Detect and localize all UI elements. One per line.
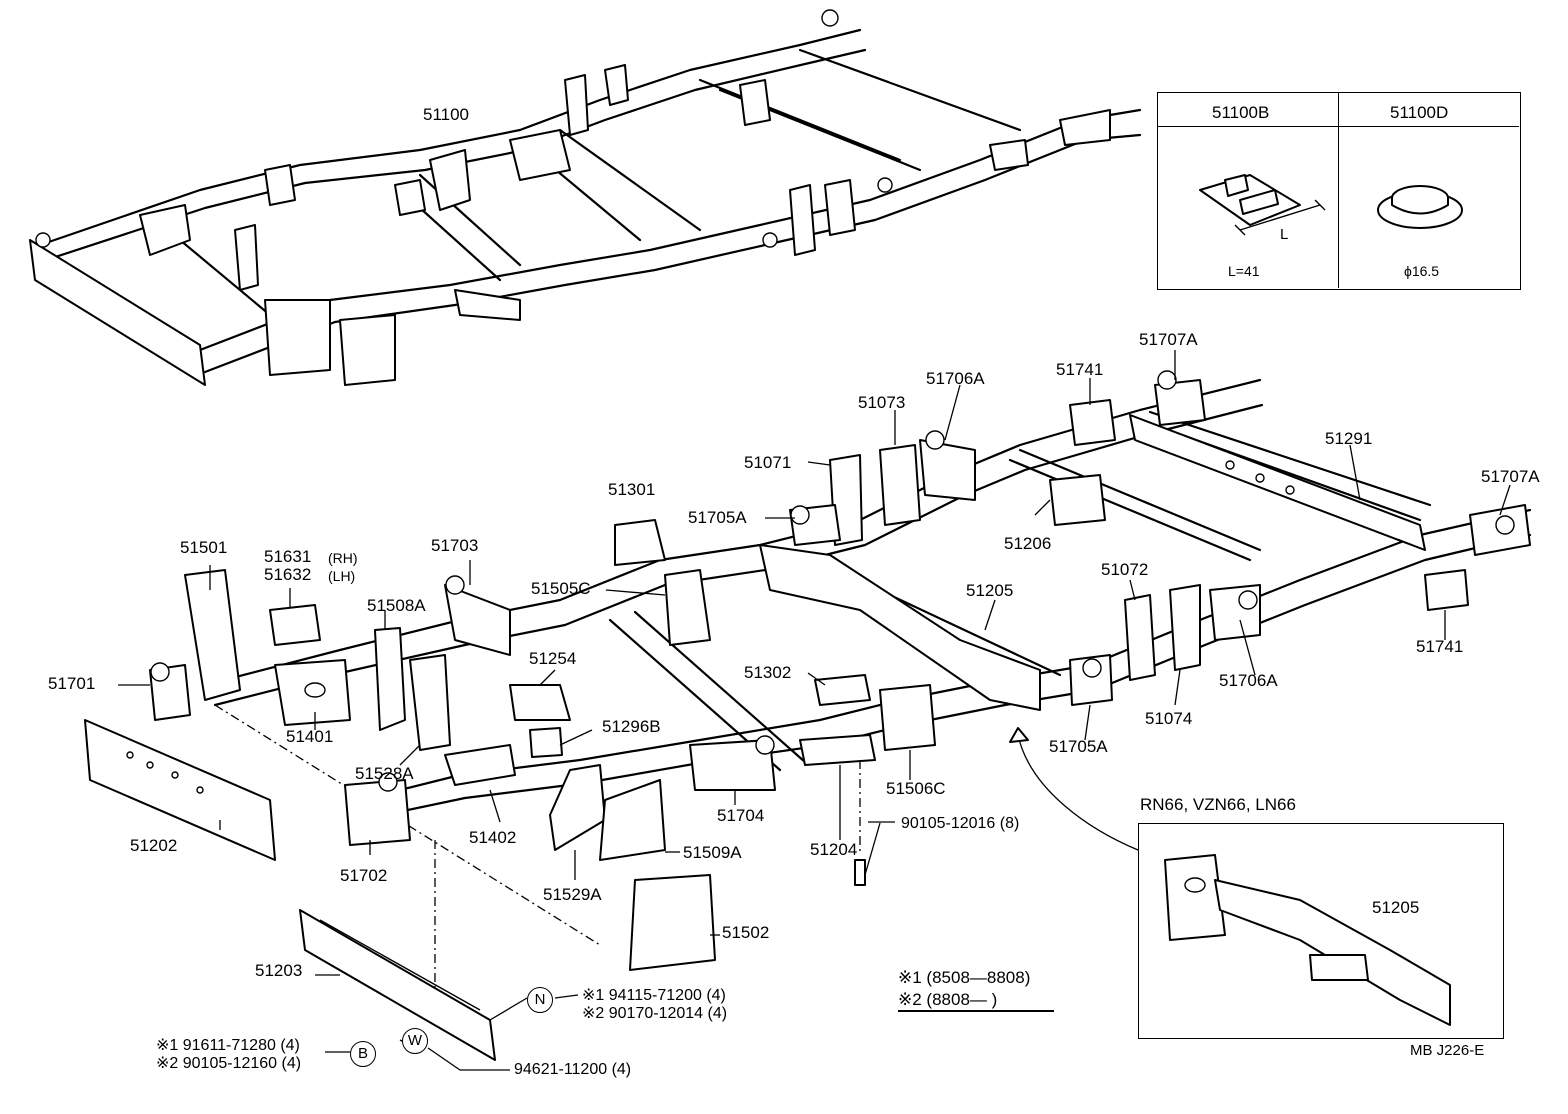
inset-d-part: 51100D (1390, 103, 1449, 122)
legend-line1: ※1 (8508—8808) (898, 968, 1031, 987)
label-51632-side: (LH) (328, 568, 356, 584)
label-51707a-top: 51707A (1139, 330, 1198, 349)
label-51706a-top: 51706A (926, 369, 985, 388)
label-51301: 51301 (608, 480, 656, 499)
inset-divider-v (1338, 92, 1339, 288)
assembled-frame-51100 (29, 9, 1142, 386)
inset-divider-h (1157, 126, 1519, 127)
label-51704: 51704 (717, 806, 765, 825)
label-51705a-top: 51705A (688, 508, 747, 527)
inset-b-dim: L=41 (1228, 263, 1260, 279)
label-51705a-bottom: 51705A (1049, 737, 1108, 756)
plug-51100d-drawing (1377, 185, 1463, 229)
label-51203: 51203 (255, 961, 303, 980)
label-51502: 51502 (722, 923, 770, 942)
label-51741-right: 51741 (1416, 637, 1464, 656)
variant-inset-box (1138, 823, 1504, 1039)
label-51741-top: 51741 (1056, 360, 1104, 379)
label-51071: 51071 (744, 453, 792, 472)
fastener-n-line2: ※2 90170-12014 (4) (582, 1005, 728, 1022)
label-51204: 51204 (810, 840, 858, 859)
label-51508a: 51508A (367, 596, 426, 615)
clip-51100b-drawing (1199, 174, 1326, 236)
label-51509a: 51509A (683, 843, 742, 862)
inset-b-dim-symbol: L (1280, 226, 1289, 243)
label-51703: 51703 (431, 536, 479, 555)
label-51302: 51302 (744, 663, 792, 682)
label-51074: 51074 (1145, 709, 1193, 728)
label-51402: 51402 (469, 828, 517, 847)
label-51501: 51501 (180, 538, 228, 557)
symbol-w-circle: W (402, 1028, 428, 1054)
label-51205-main: 51205 (966, 581, 1014, 600)
fastener-w-line: 94621-11200 (4) (514, 1061, 632, 1078)
inset-b-part: 51100B (1212, 103, 1270, 122)
label-51073: 51073 (858, 393, 906, 412)
label-51631-side: (RH) (328, 550, 358, 566)
label-51291: 51291 (1325, 429, 1373, 448)
label-51296b: 51296B (602, 717, 661, 736)
label-51202: 51202 (130, 836, 178, 855)
label-51506c: 51506C (886, 779, 946, 798)
symbol-b-circle: B (350, 1041, 376, 1067)
legend-line2: ※2 (8808— ) (898, 990, 1054, 1012)
variant-models: RN66, VZN66, LN66 (1140, 795, 1296, 814)
label-51072: 51072 (1101, 560, 1149, 579)
label-51706a-bottom: 51706A (1219, 671, 1278, 690)
label-51529a: 51529A (543, 885, 602, 904)
fastener-n-line1: ※1 94115-71200 (4) (582, 987, 726, 1004)
label-bolt-90105-12016: 90105-12016 (8) (901, 815, 1020, 832)
symbol-n-circle: N (527, 987, 553, 1013)
label-51528a: 51528A (355, 764, 414, 783)
fastener-b-line2: ※2 90105-12160 (4) (156, 1055, 302, 1072)
exploded-frame (84, 350, 1532, 1071)
variant-part-label: 51205 (1372, 898, 1420, 917)
label-51631: 51631 (264, 547, 312, 566)
fastener-b-line1: ※1 91611-71280 (4) (156, 1037, 300, 1054)
label-51254: 51254 (529, 649, 577, 668)
inset-clip-plug (1157, 92, 1521, 290)
inset-d-dim: ϕ16.5 (1404, 263, 1440, 279)
label-51505c: 51505C (531, 579, 591, 598)
label-51100: 51100 (423, 105, 470, 124)
footer-code: MB J226-E (1410, 1042, 1485, 1059)
variant-51205-drawing (1164, 854, 1451, 1026)
label-51632: 51632 (264, 565, 312, 584)
label-51707a-right: 51707A (1481, 467, 1540, 486)
label-51401: 51401 (286, 727, 334, 746)
label-51701: 51701 (48, 674, 96, 693)
label-51702: 51702 (340, 866, 388, 885)
label-51206: 51206 (1004, 534, 1052, 553)
